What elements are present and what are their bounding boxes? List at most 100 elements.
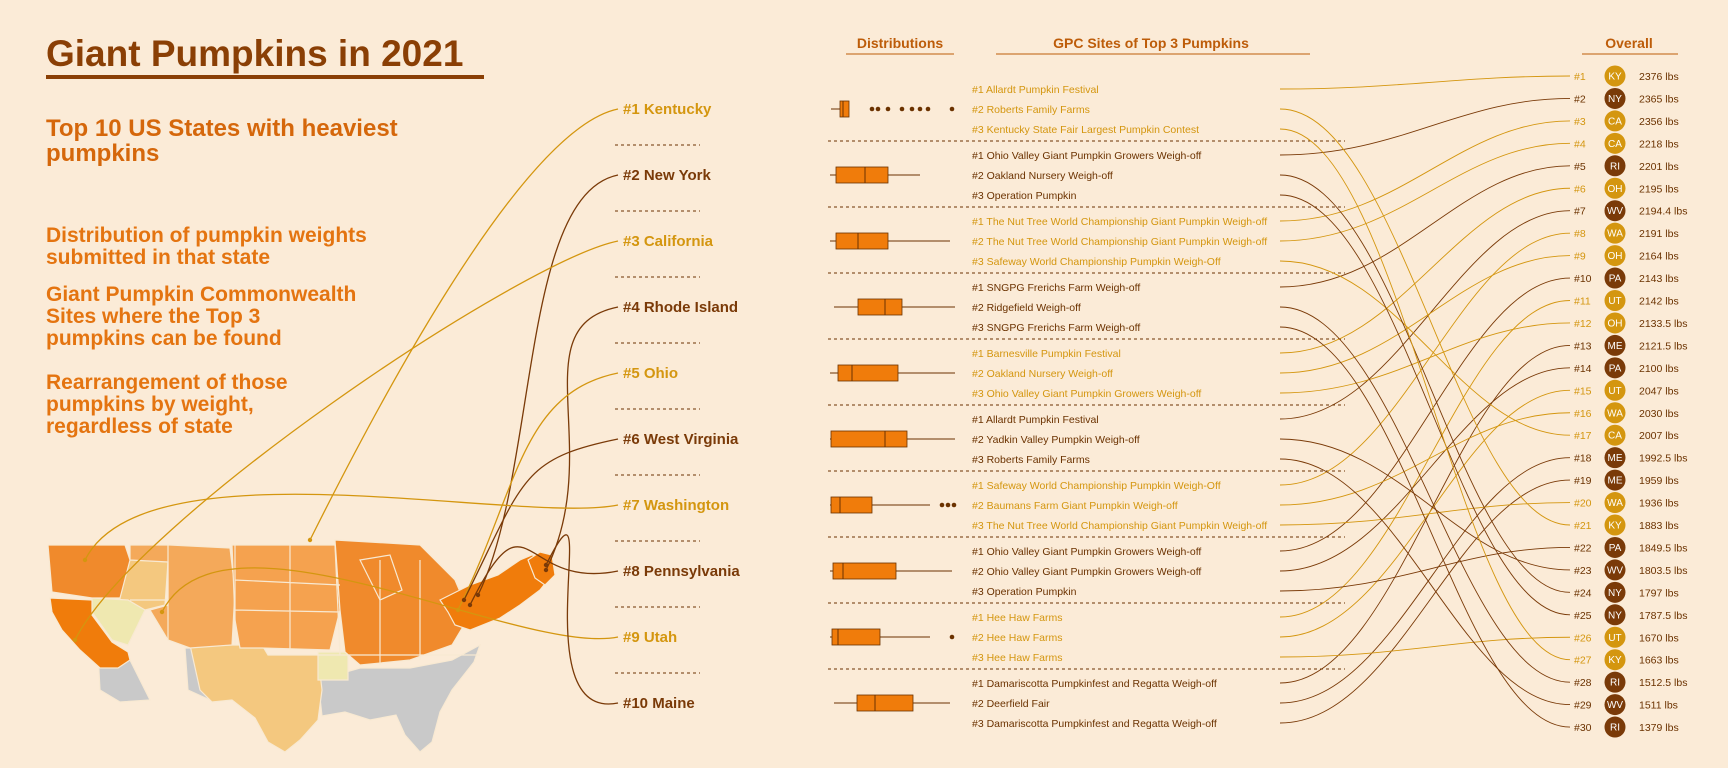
description-line: Sites where the Top 3	[46, 305, 260, 328]
box-iqr	[830, 496, 873, 514]
sites-layer: #1 Allardt Pumpkin Festival #2 Roberts Fa…	[972, 84, 1267, 730]
ranking-connector	[1279, 389, 1571, 638]
overall-state-circle	[1604, 132, 1626, 154]
overall-state-circle	[1604, 222, 1626, 244]
ranking-connector	[1279, 255, 1571, 374]
state-label: #3 California	[623, 233, 714, 250]
overall-state-abbr: UT	[1608, 296, 1621, 307]
description-sites: Giant Pumpkin Commonwealth Sites where t…	[46, 283, 362, 350]
overall-rank: #20	[1574, 498, 1592, 510]
site-label: #3 Operation Pumpkin	[972, 586, 1077, 598]
state-label: #9 Utah	[623, 629, 677, 646]
overall-rank: #4	[1574, 138, 1586, 150]
overall-rank: #15	[1574, 385, 1592, 397]
header-overall: Overall	[1605, 35, 1652, 51]
state-connector	[545, 306, 619, 571]
overall-state-abbr: RI	[1610, 678, 1620, 689]
overall-weight: 2121.5 lbs	[1639, 340, 1687, 352]
site-label: #2 Oakland Nursery Weigh-off	[972, 170, 1113, 182]
ranking-connector	[1279, 128, 1571, 661]
site-label: #1 Barnesville Pumpkin Festival	[972, 348, 1121, 360]
site-label: #1 Damariscotta Pumpkinfest and Regatta …	[972, 678, 1217, 690]
state-connector	[309, 108, 619, 541]
site-label: #3 SNGPG Frerichs Farm Weigh-off	[972, 322, 1140, 334]
box-iqr	[835, 166, 889, 184]
state-anchor-dot	[72, 637, 78, 643]
overall-state-abbr: KY	[1608, 655, 1622, 666]
site-label: #2 Ridgefield Weigh-off	[972, 302, 1081, 314]
ranking-connector	[1279, 75, 1571, 90]
site-label: #3 Safeway World Championship Pumpkin We…	[972, 256, 1221, 268]
ranking-connector	[1279, 277, 1571, 552]
overall-state-circle	[1604, 110, 1626, 132]
overall-rank: #2	[1574, 93, 1586, 105]
outlier-point	[945, 502, 951, 508]
state-label: #5 Ohio	[623, 365, 678, 382]
description-distribution: Distribution of pumpkin weights submitte…	[46, 224, 373, 269]
box-iqr	[835, 232, 889, 250]
state-label: #6 West Virginia	[623, 431, 739, 448]
outlier-point	[939, 502, 945, 508]
ranking-connector	[1279, 636, 1571, 658]
map-region-texas	[189, 644, 323, 753]
overall-rank: #29	[1574, 700, 1592, 712]
site-label: #1 The Nut Tree World Championship Giant…	[972, 216, 1267, 228]
state-anchor-dot	[461, 597, 467, 603]
overall-rank: #14	[1574, 363, 1592, 375]
site-label: #2 The Nut Tree World Championship Giant…	[972, 236, 1267, 248]
overall-weight: 1663 lbs	[1639, 655, 1679, 667]
overall-state-abbr: WA	[1607, 498, 1623, 509]
description-line: regardless of state	[46, 415, 233, 438]
outlier-point	[949, 634, 955, 640]
state-connector	[545, 534, 619, 705]
ranking-connector	[1279, 306, 1571, 683]
ranking-connector	[1279, 187, 1571, 354]
overall-weight: 2143 lbs	[1639, 273, 1679, 285]
overall-rank: #30	[1574, 722, 1592, 734]
state-anchor-dot	[307, 537, 313, 543]
overall-state-abbr: WA	[1607, 229, 1623, 240]
ranking-connector	[1279, 260, 1571, 436]
overall-state-abbr: WV	[1607, 565, 1623, 576]
overall-state-abbr: CA	[1608, 116, 1622, 127]
box-iqr	[856, 694, 914, 712]
overall-state-circle	[1604, 626, 1626, 648]
state-connector	[457, 372, 619, 611]
ranking-connector	[1279, 194, 1571, 616]
ranking-connector	[1279, 108, 1571, 526]
ranking-connector	[1279, 438, 1571, 571]
overall-state-abbr: WA	[1607, 408, 1623, 419]
overall-state-abbr: UT	[1608, 386, 1621, 397]
site-label: #1 Safeway World Championship Pumpkin We…	[972, 480, 1221, 492]
overall-rank: #23	[1574, 565, 1592, 577]
overall-rank: #27	[1574, 655, 1592, 667]
overall-rank: #11	[1574, 296, 1591, 308]
overall-state-abbr: PA	[1609, 274, 1622, 285]
box-iqr	[832, 562, 897, 580]
overall-state-abbr: NY	[1608, 588, 1622, 599]
outlier-point	[875, 106, 881, 112]
site-label: #2 Hee Haw Farms	[972, 632, 1062, 644]
overall-rank: #8	[1574, 228, 1586, 240]
distribution-layer	[830, 100, 957, 712]
overall-state-abbr: UT	[1608, 633, 1621, 644]
site-label: #2 Ohio Valley Giant Pumpkin Growers Wei…	[972, 566, 1201, 578]
overall-rank: #17	[1574, 430, 1592, 442]
overall-weight: 2047 lbs	[1639, 385, 1679, 397]
map-region-great-plains	[231, 544, 341, 651]
site-label: #1 Hee Haw Farms	[972, 612, 1062, 624]
overall-weight: 1787.5 lbs	[1639, 610, 1687, 622]
overall-weight: 2195 lbs	[1639, 183, 1679, 195]
site-label: #3 Ohio Valley Giant Pumpkin Growers Wei…	[972, 388, 1201, 400]
map-region-mountain	[129, 544, 236, 649]
state-anchor-dot	[82, 557, 88, 563]
state-label: #10 Maine	[623, 695, 695, 712]
state-label: #1 Kentucky	[623, 101, 712, 118]
site-label: #2 Roberts Family Farms	[972, 104, 1090, 116]
state-label-layer: #1 Kentucky#2 New York#3 California#4 Rh…	[623, 101, 740, 712]
state-anchor-dot	[467, 602, 473, 608]
site-label: #1 Allardt Pumpkin Festival	[972, 414, 1099, 426]
site-label: #2 Oakland Nursery Weigh-off	[972, 368, 1113, 380]
ranking-connector	[1279, 142, 1571, 242]
